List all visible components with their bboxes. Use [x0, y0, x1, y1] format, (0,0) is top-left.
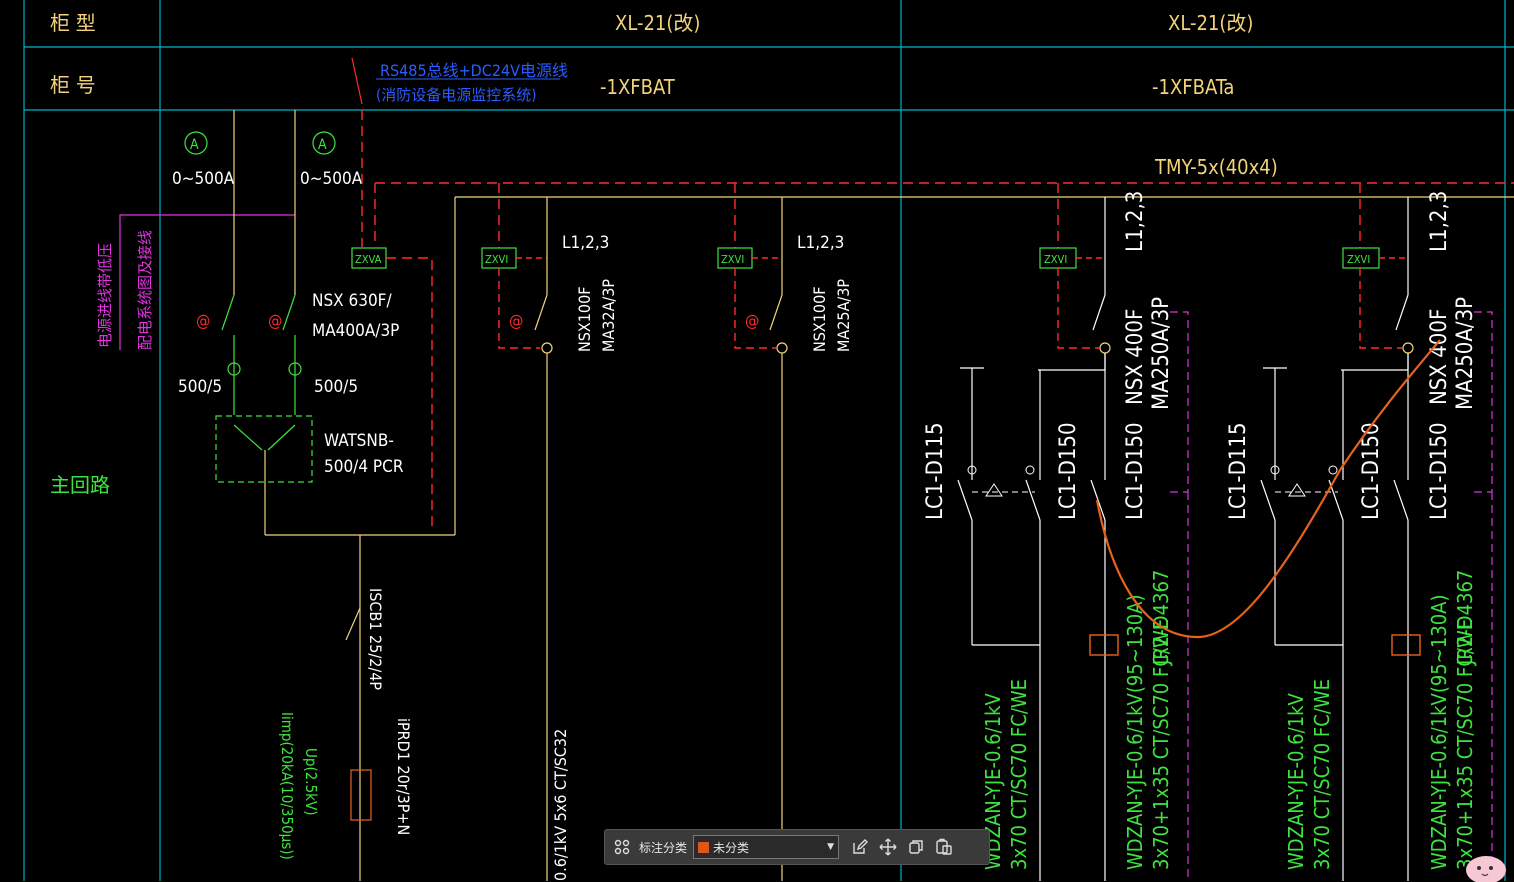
ammeter-icon	[312, 131, 336, 155]
ammeter-range-1: 0~500A	[172, 169, 235, 189]
spd-label-1: iPRD1 20r/3P+N	[394, 718, 413, 835]
ammeter-symbol-1: A	[190, 137, 199, 153]
circuit-3-breaker-2: MA250A/3P	[1149, 297, 1174, 410]
avatar[interactable]	[1458, 846, 1508, 882]
incoming-cable: 0.6/1kV 5x6 CT/SC32	[551, 729, 570, 881]
spd-icon	[350, 769, 372, 821]
category-label: 标注分类	[639, 840, 688, 855]
ammeter-icon	[184, 131, 208, 155]
incoming-breaker-1: NSX 630F/	[312, 291, 392, 311]
annotation-toolbar: 标注分类 未分类 ▼	[604, 829, 990, 865]
ats-box	[215, 415, 313, 483]
rs485-annotation: RS485总线+DC24V电源线 (消防设备电源监控系统)	[351, 57, 568, 105]
cabinet-type-2: XL-21(改)	[1168, 11, 1253, 35]
circuit-1-monitor: ZXVI	[485, 253, 508, 266]
circuit-3-contactor-1: LC1-D115	[923, 422, 948, 520]
ats-label-2: 500/4 PCR	[324, 457, 404, 477]
circuit-3-cable-2b: 3x70+1x35 CT/SC70 FC/WE	[1149, 619, 1173, 870]
busbar-label: TMY-5x(40x4)	[1154, 155, 1278, 179]
circuit-3-relay: JR2-D4367	[1149, 570, 1173, 666]
circuit-2-breaker-2: MA25A/3P	[834, 279, 853, 352]
circuit-2-breaker-1: NSX100F	[810, 286, 829, 352]
circuit-4-breaker-1: NSX 400F	[1427, 309, 1452, 405]
circuit-4-contactor-3: LC1-D150	[1427, 422, 1452, 520]
chevron-down-icon: ▼	[827, 842, 835, 852]
circuit-1-breaker-2: MA32A/3P	[599, 279, 618, 352]
circuit-2: ZXVI @ L1,2,3 NSX100F MA25A/3P	[717, 183, 853, 881]
ct-ratio-1: 500/5	[178, 377, 222, 397]
ats-label-1: WATSNB-	[324, 431, 394, 451]
busbar: TMY-5x(40x4)	[375, 155, 1514, 535]
rs485-text-1: RS485总线+DC24V电源线	[380, 61, 568, 80]
relay-icon	[1089, 634, 1119, 656]
circuit-4-phases: L1,2,3	[1427, 191, 1452, 252]
circuit-4-cable-2b: 3x70+1x35 CT/SC70 FC/WE	[1453, 619, 1477, 870]
circuit-4-contactor-1: LC1-D115	[1226, 422, 1251, 520]
markup-curve[interactable]	[1095, 339, 1441, 639]
row1-label: 柜 型	[50, 11, 96, 35]
category-selected-value: 未分类	[713, 840, 750, 855]
monitor-box-label: ZXVA	[355, 253, 382, 266]
circuit-4-cable-1b: 3x70 CT/SC70 FC/WE	[1310, 679, 1334, 870]
circuit-2-phases: L1,2,3	[797, 233, 844, 253]
leak-icon: @	[196, 311, 210, 330]
paste-icon[interactable]	[933, 836, 955, 858]
side-note-1: 电源进线带低压	[96, 243, 114, 348]
edit-icon[interactable]	[849, 836, 871, 858]
circuit-3-contactor-2: LC1-D150	[1056, 422, 1081, 520]
category-color-swatch	[698, 841, 710, 853]
main-circuit-label: 主回路	[50, 473, 110, 497]
leak-icon: @	[268, 311, 282, 330]
circuit-4-relay: JR2-D4367	[1453, 570, 1477, 666]
circuit-4-cable-2: WDZAN-YJE-0.6/1kV(95~130A)	[1427, 595, 1451, 871]
cabinet-no-1: -1XFBAT	[600, 75, 676, 99]
ammeter-range-2: 0~500A	[300, 169, 363, 189]
grid-icon[interactable]	[611, 836, 633, 858]
row2-label: 柜 号	[50, 73, 96, 97]
copy-icon[interactable]	[905, 836, 927, 858]
leak-icon: @	[745, 311, 759, 330]
circuit-4-breaker-2: MA250A/3P	[1453, 297, 1478, 410]
circuit-3: ZXVI L1,2,3 NSX 400F MA250A/3P LC1-D115 …	[923, 183, 1189, 881]
cabinet-no-2: -1XFBATa	[1152, 75, 1234, 99]
leak-icon: @	[509, 311, 523, 330]
circuit-4: ZXVI L1,2,3 NSX 400F MA250A/3P LC1-D115 …	[1226, 183, 1493, 881]
circuit-2-monitor: ZXVI	[721, 253, 744, 266]
title-table	[23, 0, 1514, 881]
circuit-1: ZXVI @ L1,2,3 NSX100F MA32A/3P	[481, 183, 618, 881]
circuit-4-contactor-2: LC1-D150	[1359, 422, 1384, 520]
ct-icon	[227, 362, 241, 376]
circuit-4-cable-1: WDZAN-YJE-0.6/1kV	[1284, 692, 1308, 870]
rs485-text-2: (消防设备电源监控系统)	[376, 86, 537, 104]
fuse-label: ISCB1 25/2/4P	[366, 588, 385, 690]
relay-icon	[1391, 634, 1421, 656]
spd-label-2: Iimp(20kA(10/350μs))	[278, 712, 296, 860]
circuit-3-cable-1b: 3x70 CT/SC70 FC/WE	[1007, 679, 1031, 870]
ct-ratio-2: 500/5	[314, 377, 358, 397]
side-note: 电源进线带低压 配电系统图及接线	[96, 214, 295, 350]
circuit-3-contactor-3: LC1-D150	[1123, 422, 1148, 520]
ct-icon	[288, 362, 302, 376]
ammeter-symbol-2: A	[318, 137, 327, 153]
side-note-2: 配电系统图及接线	[136, 230, 154, 350]
circuit-3-breaker-1: NSX 400F	[1123, 309, 1148, 405]
circuit-1-phases: L1,2,3	[562, 233, 609, 253]
incoming-breaker-2: MA400A/3P	[312, 321, 399, 341]
circuit-3-phases: L1,2,3	[1123, 191, 1148, 252]
cabinet-type-1: XL-21(改)	[615, 11, 700, 35]
circuit-3-monitor: ZXVI	[1044, 253, 1067, 266]
circuit-3-cable-2: WDZAN-YJE-0.6/1kV(95~130A)	[1123, 595, 1147, 871]
category-select[interactable]: 未分类 ▼	[693, 835, 840, 859]
circuit-1-breaker-1: NSX100F	[575, 286, 594, 352]
incoming-circuit: A A 0~500A 0~500A @ @ NSX 630F/ MA400A/3…	[172, 110, 570, 881]
move-icon[interactable]	[877, 836, 899, 858]
spd-label-3: Up(2.5kV)	[302, 748, 320, 815]
circuit-4-monitor: ZXVI	[1347, 253, 1370, 266]
